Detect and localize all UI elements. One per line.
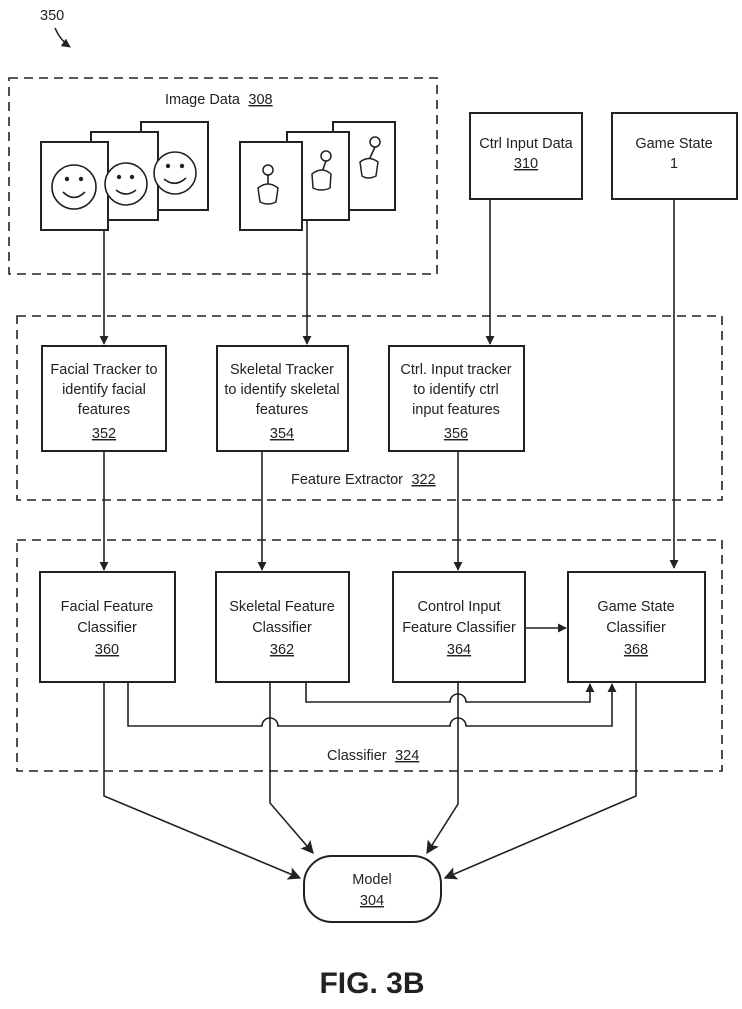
model-label: Model (352, 872, 392, 888)
skeleton-figure-icon (257, 164, 279, 205)
skeletal-tracker-box (216, 345, 349, 452)
skeletal-classifier-line2: Classifier (252, 620, 312, 636)
face-image-stack (40, 121, 209, 231)
control-classifier-line1: Control Input (417, 599, 500, 615)
game-state-classifier-line2: Classifier (606, 620, 666, 636)
image-data-label: Image Data 308 (165, 91, 273, 108)
facial-tracker-line1: Facial Tracker to (50, 362, 157, 378)
figure-ref-number: 350 (40, 8, 64, 24)
facial-tracker-number: 352 (92, 426, 116, 442)
skeletal-tracker-line3: features (256, 402, 308, 418)
smiley-face-icon (51, 164, 97, 210)
control-classifier-line2: Feature Classifier (402, 620, 516, 636)
model-number: 304 (360, 893, 384, 909)
ctrl-input-data-label: Ctrl Input Data (479, 136, 573, 152)
feature-extractor-label: Feature Extractor 322 (291, 471, 436, 488)
arrow-game-state-classifier-to-model (443, 682, 637, 880)
ctrl-input-data-number: 310 (514, 156, 538, 172)
game-state-label: Game State (635, 136, 712, 152)
skeletal-feature-classifier-box (215, 571, 350, 683)
control-classifier-number: 364 (447, 642, 471, 658)
arrow-facial-classifier-to-model (103, 682, 302, 880)
smiley-face-icon (153, 151, 197, 195)
game-state-classifier-box (567, 571, 706, 683)
ctrl-input-tracker-number: 356 (444, 426, 468, 442)
skeletal-tracker-line2: to identify skeletal (224, 382, 339, 398)
ctrl-input-tracker-line1: Ctrl. Input tracker (400, 362, 511, 378)
facial-classifier-line2: Classifier (77, 620, 137, 636)
skeletal-classifier-number: 362 (270, 642, 294, 658)
ctrl-input-data-box (469, 112, 583, 200)
feature-extractor-group (16, 315, 723, 501)
ctrl-input-tracker-box (388, 345, 525, 452)
skeletal-classifier-line1: Skeletal Feature (229, 599, 335, 615)
game-state-classifier-number: 368 (624, 642, 648, 658)
arrow-control-classifier-to-model (426, 682, 459, 855)
facial-tracker-line2: identify facial (62, 382, 146, 398)
facial-tracker-box (41, 345, 167, 452)
figure-caption: FIG. 3B (319, 967, 424, 1000)
facial-feature-classifier-box (39, 571, 176, 683)
facial-classifier-number: 360 (95, 642, 119, 658)
skeleton-figure-icon (311, 150, 332, 191)
classifier-label: Classifier 324 (327, 747, 419, 764)
control-input-feature-classifier-box (392, 571, 526, 683)
skeletal-tracker-line1: Skeletal Tracker (230, 362, 334, 378)
game-state-classifier-line1: Game State (597, 599, 674, 615)
arrow-skeletal-classifier-to-model (269, 682, 314, 854)
classifier-group (16, 539, 723, 772)
skeletal-tracker-number: 354 (270, 426, 294, 442)
arrow-facial-to-game-state-classifier (127, 682, 617, 727)
smiley-face-icon (104, 162, 148, 206)
skeleton-image-stack (239, 121, 396, 231)
game-state-box (611, 112, 738, 200)
facial-classifier-line1: Facial Feature (61, 599, 154, 615)
image-data-group (8, 77, 438, 275)
skeleton-figure-icon (359, 136, 381, 179)
figure-ref-arrow (54, 27, 71, 48)
game-state-number: 1 (670, 156, 678, 172)
model-box (303, 855, 442, 923)
arrow-skeletal-to-game-state-classifier (305, 682, 595, 703)
ctrl-input-tracker-line2: to identify ctrl (413, 382, 498, 398)
facial-tracker-line3: features (78, 402, 130, 418)
ctrl-input-tracker-line3: input features (412, 402, 500, 418)
